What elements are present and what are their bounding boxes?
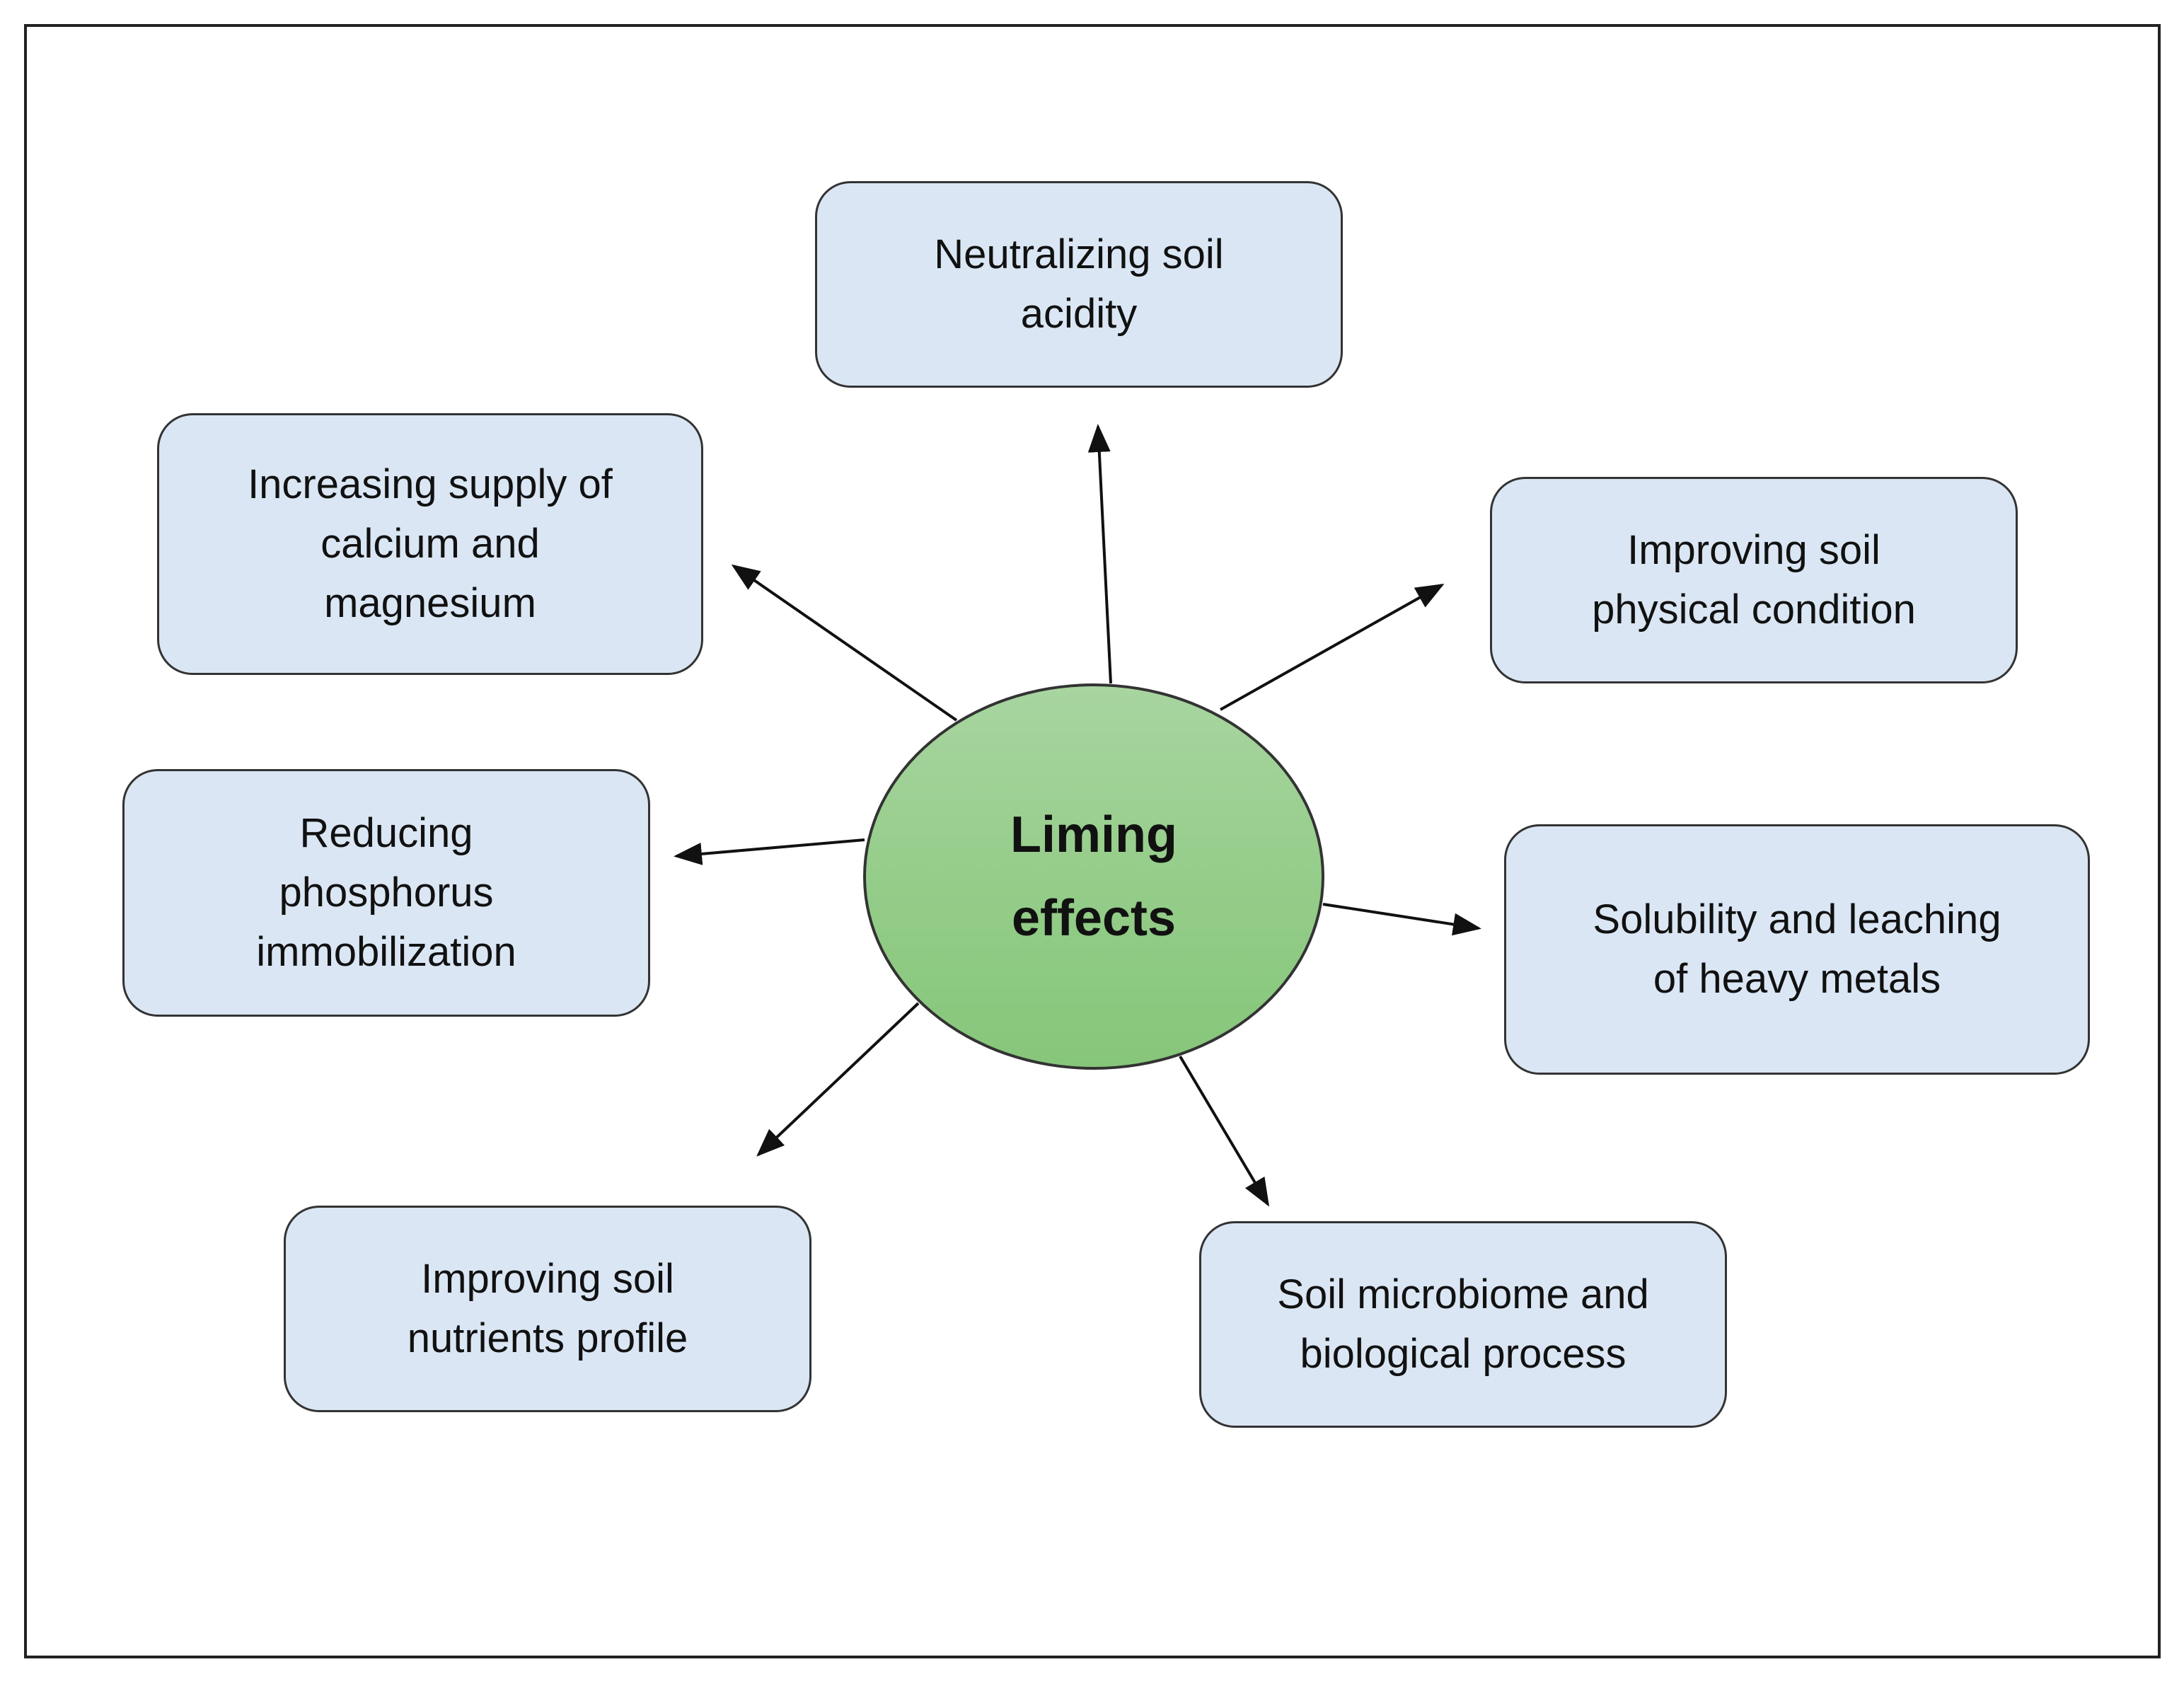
arrow-to-neutralizing (1087, 424, 1112, 684)
effect-label-microbiome: Soil microbiome and biological process (1277, 1271, 1649, 1377)
arrow-to-phosphorus (674, 838, 865, 865)
effect-box-neutralizing: Neutralizing soil acidity (815, 181, 1343, 388)
center-label: Liming effects (1010, 807, 1177, 947)
effect-label-neutralizing: Neutralizing soil acidity (934, 231, 1224, 337)
effect-box-calcium: Increasing supply of calcium and magnesi… (157, 413, 703, 675)
arrow-to-nutrients (756, 1002, 920, 1157)
effect-box-microbiome: Soil microbiome and biological process (1199, 1221, 1727, 1428)
arrow-to-heavy-metals (1322, 903, 1481, 936)
diagram-frame (24, 24, 2161, 1658)
effect-label-nutrients: Improving soil nutrients profile (407, 1256, 688, 1361)
arrow-to-calcium (731, 564, 958, 722)
arrow-to-physical (1220, 584, 1445, 711)
effect-box-phosphorus: Reducing phosphorus immobilization (122, 769, 650, 1017)
effect-label-physical: Improving soil physical condition (1592, 527, 1916, 633)
effect-box-physical: Improving soil physical condition (1490, 477, 2018, 683)
center-node-liming-effects: Liming effects (863, 683, 1324, 1070)
arrow-to-microbiome (1179, 1055, 1270, 1207)
effect-box-heavy-metals: Solubility and leaching of heavy metals (1504, 824, 2090, 1075)
effect-box-nutrients: Improving soil nutrients profile (284, 1206, 811, 1412)
effect-label-phosphorus: Reducing phosphorus immobilization (256, 810, 516, 975)
effect-label-heavy-metals: Solubility and leaching of heavy metals (1593, 896, 2001, 1002)
effect-label-calcium: Increasing supply of calcium and magnesi… (248, 461, 613, 626)
